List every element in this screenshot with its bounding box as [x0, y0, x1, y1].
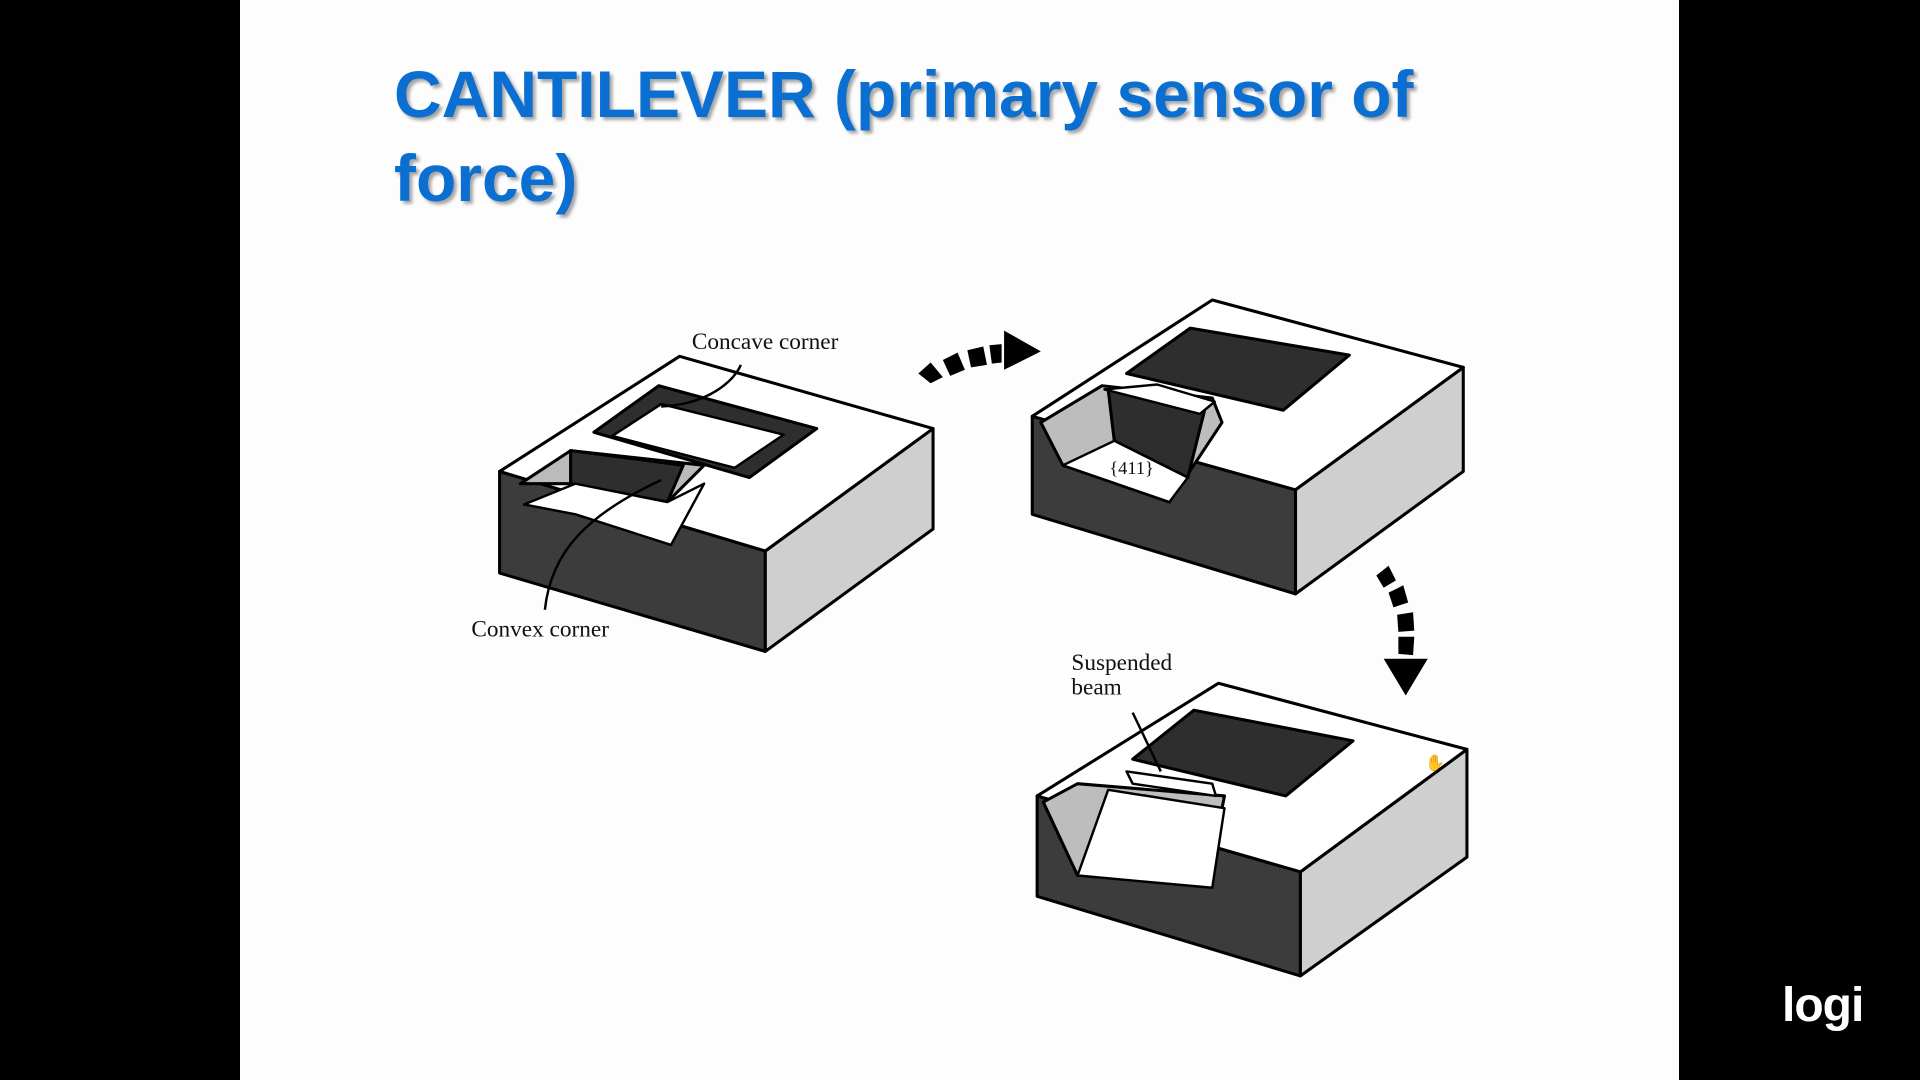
label-convex-corner: Convex corner — [471, 617, 609, 643]
process-arrow-down — [1376, 565, 1428, 696]
process-arrow-right — [918, 330, 1041, 384]
label-beam: beam — [1071, 674, 1121, 700]
logi-watermark-logo: logi — [1782, 979, 1864, 1032]
label-suspended: Suspended — [1071, 650, 1172, 676]
block-initial — [498, 354, 935, 653]
label-concave-corner: Concave corner — [692, 329, 839, 355]
hand-cursor-icon: ✋ — [1425, 753, 1445, 772]
block-etching — [1030, 298, 1465, 596]
slide-title: CANTILEVER (primary sensor of force) — [394, 57, 1414, 215]
label-411-plane: {411} — [1109, 458, 1153, 478]
block-suspended-beam — [1035, 681, 1469, 978]
presentation-slide — [240, 0, 1679, 1080]
